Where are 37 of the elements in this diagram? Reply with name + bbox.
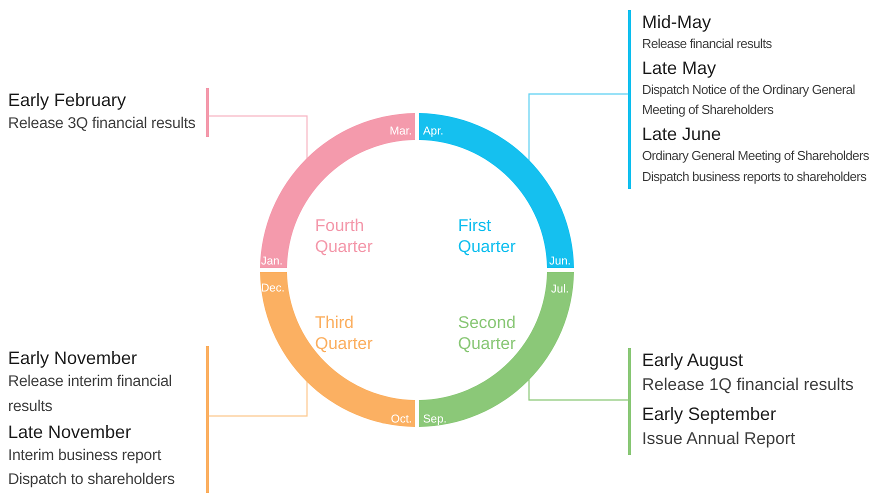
leader-line xyxy=(209,115,308,159)
leader-line xyxy=(528,379,628,401)
leader-line xyxy=(528,93,628,161)
event-description: Dispatch to shareholders xyxy=(8,470,176,490)
month-label: Mar. xyxy=(390,126,412,138)
event-description: Dispatch Notice of the Ordinary General Meeting of Shareholders xyxy=(642,81,856,120)
month-label: Sep. xyxy=(423,414,447,426)
event-date: Early February xyxy=(8,89,128,112)
event-date: Late November xyxy=(8,420,132,444)
quarter-label: Second Quarter xyxy=(458,312,517,354)
event-description: Dispatch business reports to shareholders xyxy=(642,168,868,186)
quarter-label: First Quarter xyxy=(458,215,517,257)
event-date: Early September xyxy=(642,402,778,426)
schedule-panel xyxy=(8,88,209,137)
quarter-label: Third Quarter xyxy=(315,312,374,354)
event-description: Release 1Q financial results xyxy=(642,374,855,396)
schedule-panel xyxy=(628,10,870,189)
month-label: Jan. xyxy=(261,256,283,268)
schedule-panel xyxy=(8,346,209,494)
event-description: Release financial results xyxy=(642,35,773,53)
event-date: Late June xyxy=(642,123,722,146)
leader-line xyxy=(209,381,308,417)
month-label: Jun. xyxy=(549,256,571,268)
month-label: Dec. xyxy=(261,283,285,295)
event-description: Ordinary General Meeting of Shareholders xyxy=(642,147,870,166)
event-description: Interim business report xyxy=(8,446,162,466)
event-date: Mid-May xyxy=(642,11,712,34)
event-description: Issue Annual Report xyxy=(642,428,796,450)
event-description: Release 3Q financial results xyxy=(8,114,196,134)
event-description: Release interim financial results xyxy=(8,372,173,417)
event-date: Early August xyxy=(642,349,744,372)
month-label: Apr. xyxy=(423,126,444,138)
event-date: Early November xyxy=(8,347,138,370)
month-label: Jul. xyxy=(551,284,569,296)
quarter-label: Fourth Quarter xyxy=(315,215,374,257)
month-label: Oct. xyxy=(390,414,412,426)
event-date: Late May xyxy=(642,57,718,80)
